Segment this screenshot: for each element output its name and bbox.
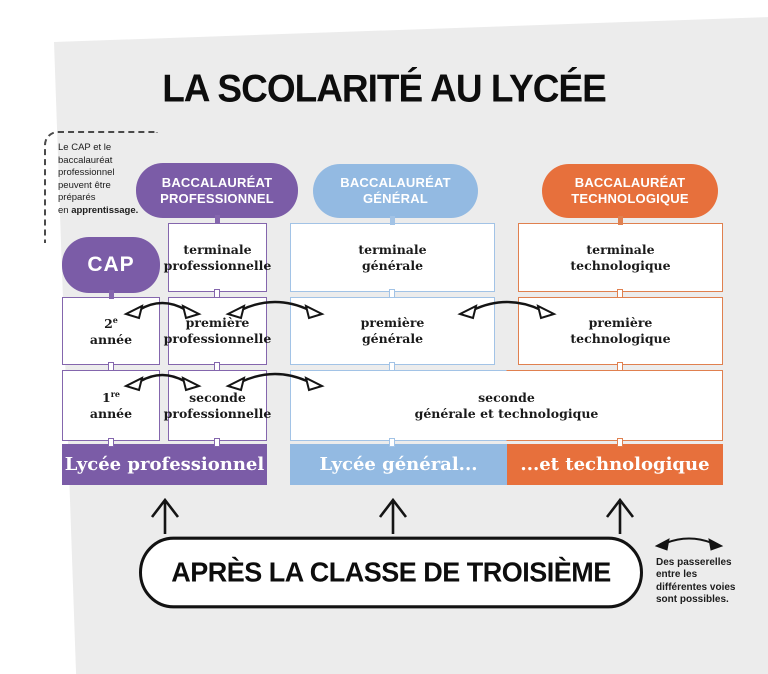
note-text: Le CAP et le baccalauréat professionnel … xyxy=(58,142,115,216)
connector-tick xyxy=(617,289,623,298)
header-bac-general-label: BACCALAURÉAT GÉNÉRAL xyxy=(340,175,451,206)
cap-label: CAP xyxy=(87,253,135,277)
connector-tick xyxy=(389,438,395,447)
connector-tick xyxy=(215,215,220,224)
box-premiere-generale: première générale xyxy=(290,297,495,365)
connector-tick xyxy=(617,438,623,447)
apprenticeship-note: Le CAP et le baccalauréat professionnel … xyxy=(58,142,154,217)
connector-tick xyxy=(617,362,623,371)
connector-tick xyxy=(109,290,114,299)
seconde-box-orange-border xyxy=(506,370,723,441)
connector-tick xyxy=(389,362,395,371)
connector-tick xyxy=(389,289,395,298)
page-title: LA SCOLARITÉ AU LYCÉE xyxy=(162,66,607,111)
seconde-box-blue-border xyxy=(290,370,507,441)
box-label: terminale générale xyxy=(358,241,427,273)
box-label: première technologique xyxy=(570,315,671,346)
box-terminale-technologique: terminale technologique xyxy=(518,223,723,292)
header-bac-technologique: BACCALAURÉAT TECHNOLOGIQUE xyxy=(542,164,718,218)
cap-pill: CAP xyxy=(62,237,160,293)
box-terminale-generale: terminale générale xyxy=(290,223,495,292)
box-premiere-professionnelle: première professionnelle xyxy=(164,297,271,365)
box-label: terminale technologique xyxy=(570,241,671,273)
note-bold-word: apprentissage. xyxy=(71,204,139,216)
footer-label: ...et technologique xyxy=(520,454,710,475)
note-dashed-frame xyxy=(44,131,158,243)
header-bac-general: BACCALAURÉAT GÉNÉRAL xyxy=(313,164,478,218)
box-label: terminale professionnelle xyxy=(163,241,272,273)
box-label: première générale xyxy=(360,315,425,346)
connector-tick xyxy=(618,216,623,225)
connector-tick xyxy=(108,362,114,371)
connector-tick xyxy=(390,216,395,225)
header-bac-technologique-label: BACCALAURÉAT TECHNOLOGIQUE xyxy=(571,175,689,206)
header-bac-professionnel-label: BACCALAURÉAT PROFESSIONNEL xyxy=(160,174,274,206)
box-label: seconde générale et technologique xyxy=(414,389,599,421)
connector-tick xyxy=(108,438,114,447)
connector-tick xyxy=(214,289,220,298)
footer-lycee-professionnel: Lycée professionnel xyxy=(62,444,267,485)
connector-tick xyxy=(214,362,220,371)
footer-lycee-general: Lycée général... xyxy=(290,444,507,485)
box-seconde-professionnelle: seconde professionnelle xyxy=(164,370,271,441)
apres-troisieme-bubble: APRÈS LA CLASSE DE TROISIÈME xyxy=(139,536,643,609)
header-bac-professionnel: BACCALAURÉAT PROFESSIONNEL xyxy=(136,163,298,218)
box-terminale-professionnelle: terminale professionnelle xyxy=(164,223,271,292)
box-label: première professionnelle xyxy=(163,315,272,346)
footer-label: Lycée professionnel xyxy=(64,454,265,475)
bubble-label: APRÈS LA CLASSE DE TROISIÈME xyxy=(171,556,611,588)
box-seconde-generale-technologique: seconde générale et technologique xyxy=(290,370,723,441)
box-label: seconde professionnelle xyxy=(163,389,272,421)
footer-et-technologique: ...et technologique xyxy=(507,444,723,485)
passerelles-legend: Des passerelles entre les différentes vo… xyxy=(656,557,736,606)
footer-label: Lycée général... xyxy=(319,454,478,475)
box-premiere-technologique: première technologique xyxy=(518,297,723,365)
connector-tick xyxy=(214,438,220,447)
